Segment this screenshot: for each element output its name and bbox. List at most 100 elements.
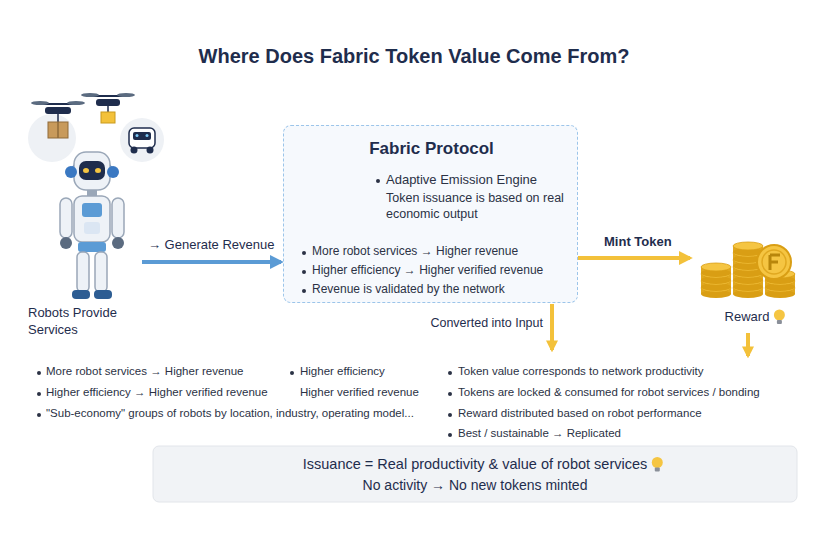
humanoid-robot [74,196,110,242]
drone-icon [101,112,115,123]
humanoid-robot [95,168,101,173]
bullet-note: More robot services → Higher revenue [46,364,244,379]
bullet-dot [302,289,306,293]
node-text: Higher efficiency → Higher verified reve… [312,263,572,279]
bullet-dot [37,413,41,417]
humanoid-robot [83,168,89,173]
humanoid-robot [60,152,124,299]
bullet-dot [37,392,41,396]
bullet-note: "Sub-economy" groups of robots by locati… [46,406,414,421]
bullet-dot [302,251,306,255]
lightbulb-icon [652,457,663,472]
edge-label: Mint Token [602,234,674,251]
humanoid-robot [107,166,119,178]
bullet-dot [448,392,452,396]
flow-arrow [550,304,554,350]
humanoid-robot [79,161,105,180]
protocol-box: Fabric ProtocolAdaptive Emission EngineT… [283,125,578,303]
delivery-robot-icon [146,134,149,137]
bullet-note: Higher verified revenue [300,385,419,400]
node-text: Revenue is validated by the network [312,282,572,298]
flow-label: Converted into Input [418,315,543,331]
delivery-robot-icon [129,128,155,148]
drone-icon [45,107,71,114]
drone-icon [48,122,68,138]
humanoid-robot [95,252,107,292]
node-heading: Issuance = Real productivity & value of … [153,455,797,474]
delivery-robot-icon [131,147,138,154]
bullet-dot [448,413,452,417]
coin-stack-icon [733,242,763,250]
lightbulb-icon [777,320,782,324]
drone-icon [31,101,49,105]
node-text: Token issuance is based on real economic… [386,190,566,223]
bullet-note: Tokens are locked & consumed for robot s… [458,385,760,400]
humanoid-robot [94,290,112,299]
lightbulb-icon [655,468,660,472]
bullet-dot [448,371,452,375]
humanoid-robot [65,166,77,178]
summary-box: Issuance = Real productivity & value of … [153,446,797,502]
coin-stack-icon [701,263,731,271]
bullet-dot [302,270,306,274]
delivery-robot-icon [136,134,139,137]
humanoid-robot [60,237,72,249]
delivery-robot-icon [120,118,164,162]
robot-group: Robots Provide Services [22,100,142,345]
humanoid-robot [84,222,100,234]
bullet-note: Reward distributed based on robot perfor… [458,406,702,421]
edge-label: → Generate Revenue [146,237,276,254]
bullet-note: Token value corresponds to network produ… [458,364,703,379]
summary-panel [153,446,797,502]
delivery-robot-icon [120,118,164,162]
flow-arrow [746,333,750,356]
humanoid-robot [60,198,72,238]
drone-icon [81,93,99,97]
bullet-dot [376,179,380,183]
drone-icon [28,101,85,162]
node-text: More robot services → Higher revenue [312,244,572,260]
bullet-dot [448,433,452,437]
node-text: Adaptive Emission Engine [386,172,571,189]
humanoid-robot [74,152,110,190]
drone-icon [117,93,135,97]
bullet-note: Best / sustainable → Replicated [458,426,621,441]
coin-stack-icon [757,245,791,279]
node-heading: Reward [692,309,802,326]
drone-icon [81,93,135,123]
drone-icon [96,99,120,106]
lightbulb-icon [652,457,663,468]
bullet-dot [37,371,41,375]
node-text: No activity → No new tokens minted [153,476,797,494]
drone-icon [57,122,59,138]
humanoid-robot [72,290,90,299]
bullet-note: Higher efficiency → Higher verified reve… [46,385,268,400]
humanoid-robot [112,237,124,249]
coin-stack-icon [757,245,791,279]
lightbulb-icon [774,310,785,325]
bullet-dot [290,371,294,375]
flow-arrow [142,260,281,264]
humanoid-robot [78,242,106,252]
humanoid-robot [87,190,97,196]
drone-icon [107,106,109,112]
node-heading: Fabric Protocol [284,138,579,160]
drone-icon [57,114,59,122]
coin-stack-icon [770,255,780,270]
delivery-robot-icon [133,132,151,140]
diagram-title: Where Does Fabric Token Value Come From? [0,45,828,68]
humanoid-robot [112,198,124,238]
delivery-robot-icon [147,147,154,154]
drone-icon [67,101,85,105]
coin-stack-icon [762,250,786,274]
humanoid-robot [82,203,102,217]
coin-stack-icon [701,242,795,298]
humanoid-robot [77,252,89,292]
drone-icon [28,114,76,162]
bullet-note: Higher efficiency [300,364,385,379]
node-heading: Robots Provide Services [28,305,138,339]
reward-coins: Reward [692,225,802,335]
flow-arrow [578,256,690,260]
lightbulb-icon [774,310,785,321]
